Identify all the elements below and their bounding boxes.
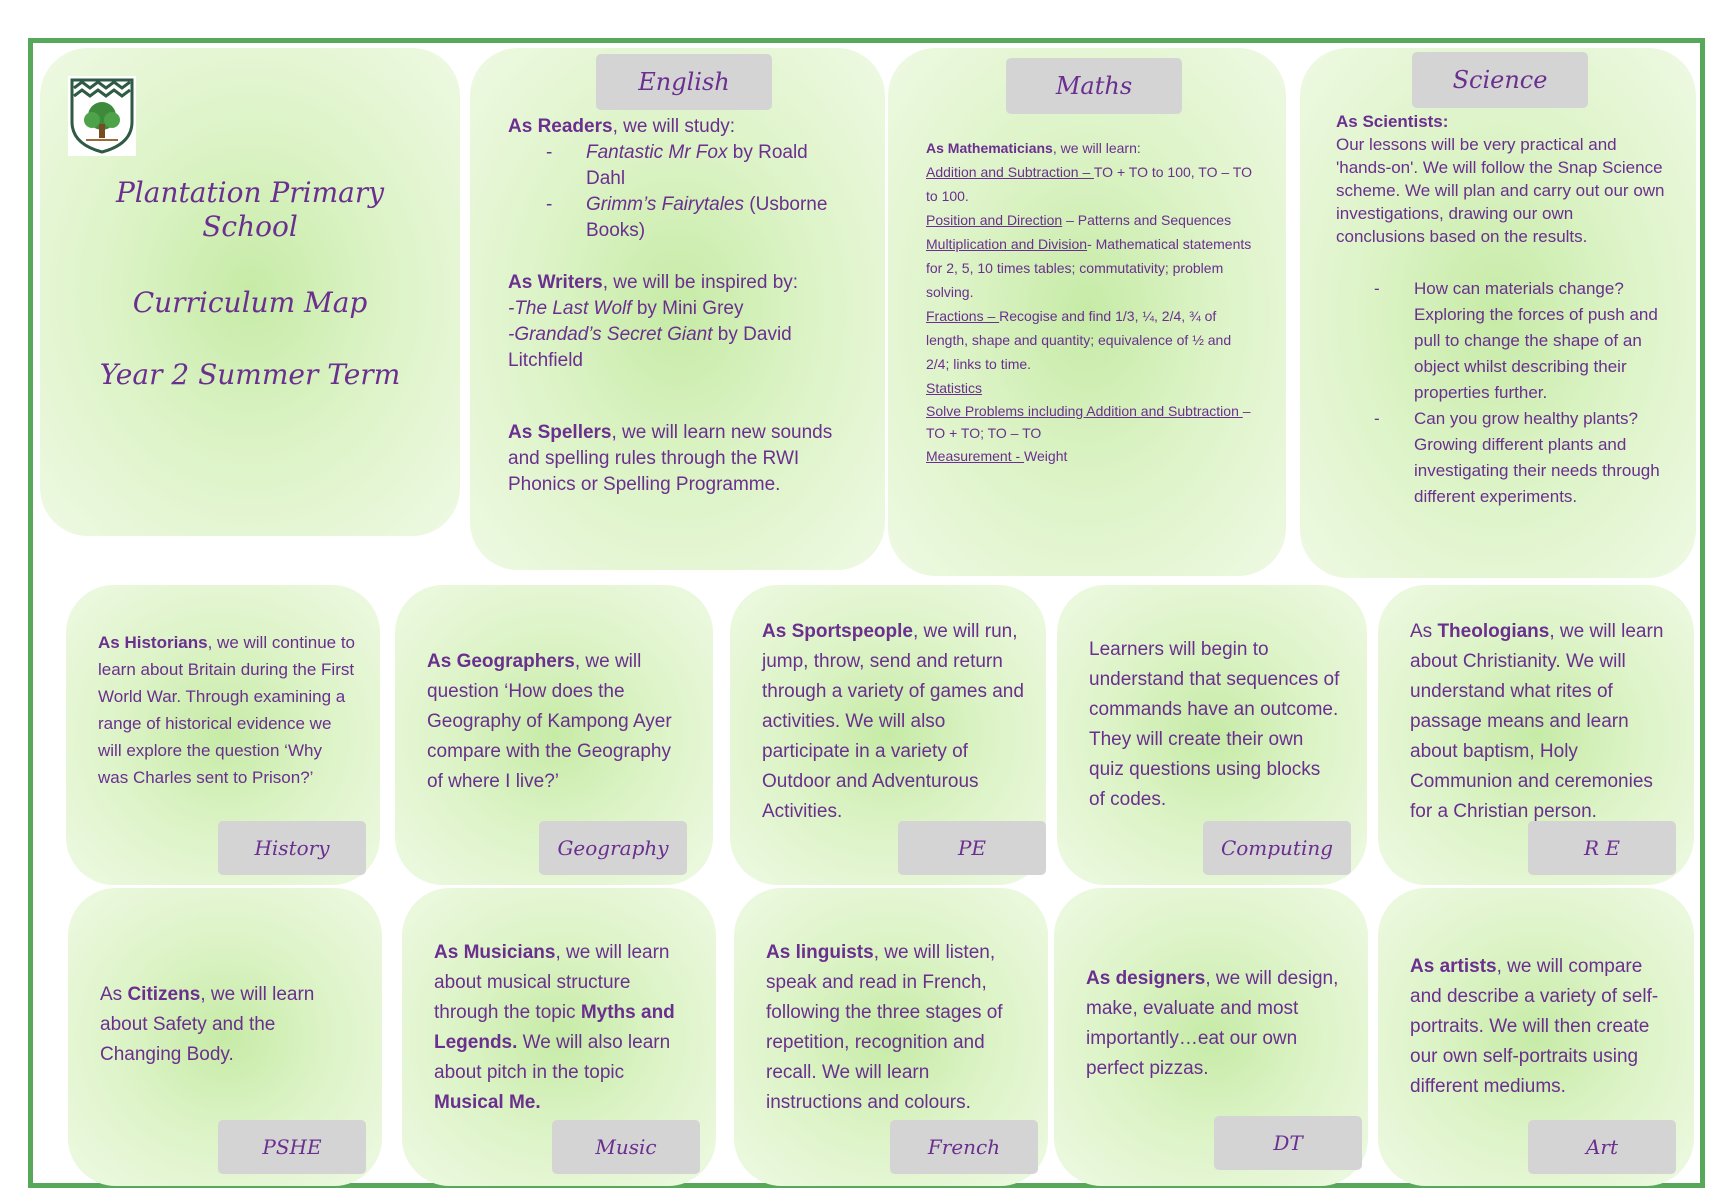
history-card: As Historians, we will continue to learn… [66, 585, 380, 885]
pe-card: As Sportspeople, we will run, jump, thro… [730, 585, 1046, 885]
geography-card: As Geographers, we will question ‘How do… [395, 585, 713, 885]
english-book-2: Grimm’s Fairytales (Usborne Books) [546, 192, 848, 244]
dt-card: As designers, we will design, make, eval… [1054, 888, 1368, 1186]
science-card: Science As Scientists: Our lessons will … [1300, 48, 1696, 578]
english-text: As Readers, we will study: Fantastic Mr … [508, 114, 848, 498]
english-book-1: Fantastic Mr Fox by Roald Dahl [546, 140, 848, 192]
science-tab: Science [1412, 52, 1588, 108]
re-tab: R E [1528, 821, 1676, 875]
art-tab: Art [1528, 1120, 1676, 1174]
computing-card: Learners will begin to understand that s… [1057, 585, 1367, 885]
science-question-2: Can you grow healthy plants? Growing dif… [1374, 406, 1666, 510]
dt-text: As designers, we will design, make, eval… [1086, 968, 1339, 1079]
history-text: As Historians, we will continue to learn… [98, 633, 355, 787]
english-card: English As Readers, we will study: Fanta… [470, 48, 885, 570]
re-card: As Theologians, we will learn about Chri… [1378, 585, 1694, 885]
term-title: Year 2 Summer Term [99, 358, 401, 391]
science-text: As Scientists: Our lessons will be very … [1336, 110, 1666, 510]
art-text: As artists, we will compare and describe… [1410, 956, 1659, 1097]
school-card: Plantation Primary School Curriculum Map… [40, 48, 460, 536]
french-card: As linguists, we will listen, speak and … [734, 888, 1048, 1186]
pshe-tab: PSHE [218, 1120, 366, 1174]
pe-tab: PE [898, 821, 1046, 875]
computing-text: Learners will begin to understand that s… [1089, 639, 1340, 810]
maths-item-fractions: Fractions – Recogise and find 1/3, ¼, 2/… [926, 308, 1232, 372]
music-tab: Music [552, 1120, 700, 1174]
art-card: As artists, we will compare and describe… [1378, 888, 1694, 1186]
maths-item-addition: Addition and Subtraction – TO + TO to 10… [926, 164, 1252, 204]
school-crest-icon [68, 76, 136, 156]
dt-tab: DT [1214, 1116, 1362, 1170]
science-question-1: How can materials change? Exploring the … [1374, 276, 1666, 406]
maths-item-statistics: Statistics [926, 380, 983, 396]
pshe-text: As Citizens, we will learn about Safety … [100, 984, 315, 1065]
maths-item-problems: Solve Problems including Addition and Su… [926, 403, 1251, 441]
re-text: As Theologians, we will learn about Chri… [1410, 621, 1664, 822]
maths-text: As Mathematicians, we will learn: Additi… [926, 136, 1256, 468]
maths-item-multiplication: Multiplication and Division- Mathematica… [926, 236, 1252, 300]
maths-item-measurement: Measurement - Weight [926, 448, 1068, 464]
school-name: Plantation Primary School [115, 176, 385, 243]
music-card: As Musicians, we will learn about musica… [402, 888, 716, 1186]
pshe-card: As Citizens, we will learn about Safety … [68, 888, 382, 1186]
english-writer-2: -Grandad’s Secret Giant by David Litchfi… [508, 324, 792, 371]
computing-tab: Computing [1203, 821, 1351, 875]
french-text: As linguists, we will listen, speak and … [766, 942, 1003, 1113]
pe-text: As Sportspeople, we will run, jump, thro… [762, 621, 1024, 822]
french-tab: French [890, 1120, 1038, 1174]
english-writer-1: -The Last Wolf by Mini Grey [508, 298, 744, 319]
geography-tab: Geography [539, 821, 687, 875]
geography-text: As Geographers, we will question ‘How do… [427, 651, 672, 792]
maths-card: Maths As Mathematicians, we will learn: … [888, 48, 1286, 576]
history-tab: History [218, 821, 366, 875]
music-text: As Musicians, we will learn about musica… [434, 942, 675, 1113]
maths-tab: Maths [1006, 58, 1182, 114]
maths-item-position: Position and Direction – Patterns and Se… [926, 212, 1232, 228]
curriculum-map-title: Curriculum Map [132, 286, 368, 319]
english-tab: English [596, 54, 772, 110]
